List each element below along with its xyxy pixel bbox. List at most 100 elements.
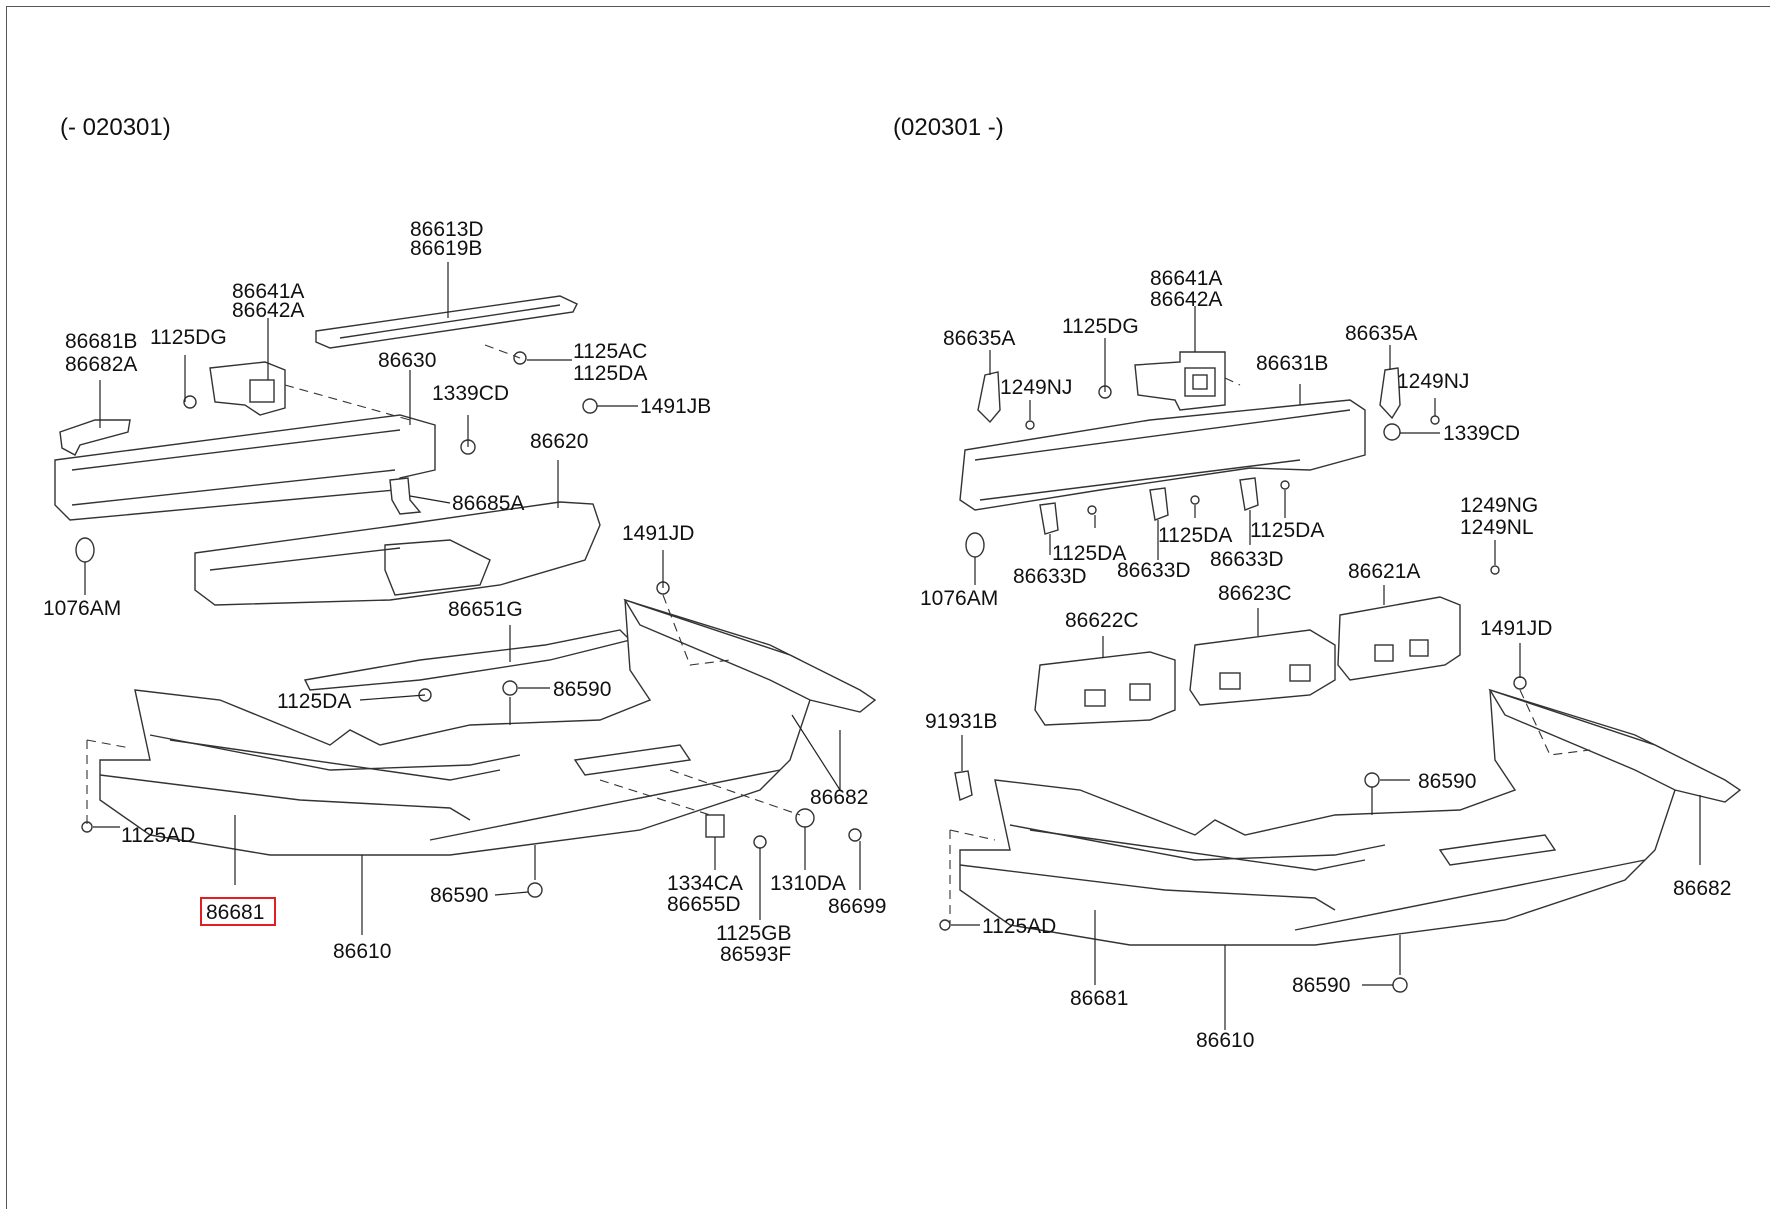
label-86590-lower: 86590: [430, 884, 488, 907]
label-1125gb: 1125GB: [716, 922, 792, 945]
left-range-label: (- 020301): [60, 114, 171, 141]
label-86651g: 86651G: [448, 598, 523, 621]
clip-86590-lower-right: [1392, 977, 1408, 993]
label-86635a-right: 86635A: [1345, 322, 1417, 345]
label-86633d-2: 86633D: [1117, 559, 1191, 582]
side-rail-right: [1488, 688, 1742, 803]
clip-86590-upper-right: [1364, 772, 1380, 788]
label-1125da-2: 1125DA: [1158, 524, 1232, 547]
clip-86590-lower: [527, 882, 543, 898]
diagram-frame: [6, 6, 1770, 1209]
label-86655d: 86655D: [667, 893, 741, 916]
label-86682a: 86682A: [65, 353, 137, 376]
label-1125ac: 1125AC: [573, 340, 647, 363]
label-1491jd-right: 1491JD: [1480, 617, 1552, 640]
bolt-1125gb: [753, 835, 767, 849]
label-1339cd: 1339CD: [432, 382, 509, 405]
nut-1339cd-right: [1383, 423, 1401, 441]
label-1339cd-right: 1339CD: [1443, 422, 1520, 445]
bumper-beam-right: [959, 399, 1366, 511]
label-1125dg: 1125DG: [150, 326, 227, 349]
label-86685a: 86685A: [452, 492, 524, 515]
cap-plug-right: [965, 532, 985, 558]
label-86590-upper: 86590: [553, 678, 611, 701]
label-86619b: 86619B: [410, 237, 482, 260]
label-1491jb: 1491JB: [640, 395, 711, 418]
clip-86590-upper: [502, 680, 518, 696]
label-86621a: 86621A: [1348, 560, 1420, 583]
label-86682: 86682: [810, 786, 868, 809]
label-1249nj-left: 1249NJ: [1000, 376, 1072, 399]
side-rail: [623, 598, 877, 713]
label-86633d-3: 86633D: [1210, 548, 1284, 571]
bolt-1125da-3: [1280, 480, 1290, 490]
label-1334ca: 1334CA: [667, 872, 743, 895]
label-1249ng: 1249NG: [1460, 494, 1538, 517]
hanger-right: [1379, 367, 1401, 420]
label-1249nj-right: 1249NJ: [1397, 370, 1469, 393]
label-1125dg-right: 1125DG: [1062, 315, 1139, 338]
label-1125ad: 1125AD: [121, 824, 195, 847]
label-1125da-1: 1125DA: [1052, 542, 1126, 565]
nut-1491jb: [582, 398, 598, 414]
bolt-1125da-1: [1087, 505, 1097, 515]
label-86590-upper-right: 86590: [1418, 770, 1476, 793]
cap-plug: [75, 537, 95, 563]
screw-1125ad-right: [939, 919, 951, 931]
stay-2: [1149, 487, 1169, 521]
right-range-label: (020301 -): [893, 114, 1004, 141]
label-86613d: 86613D: [410, 218, 484, 241]
label-86682-right: 86682: [1673, 877, 1731, 900]
left-diagram: (- 020301): [43, 114, 886, 966]
label-91931b: 91931B: [925, 710, 997, 733]
stay-3: [1239, 477, 1259, 511]
label-86610-right: 86610: [1196, 1029, 1254, 1052]
stay-bracket: [389, 477, 422, 515]
absorber-86621a: [1337, 596, 1461, 681]
label-86642a-right: 86642A: [1150, 288, 1222, 311]
label-86610: 86610: [333, 940, 391, 963]
label-1249nl: 1249NL: [1460, 516, 1534, 539]
label-86681-highlighted: 86681: [206, 901, 264, 924]
label-86635a-left: 86635A: [943, 327, 1015, 350]
screw-1249ng: [1490, 565, 1500, 575]
screw-1249nj-left: [1025, 420, 1035, 430]
label-86623c: 86623C: [1218, 582, 1292, 605]
label-86593f: 86593F: [720, 943, 791, 966]
highlight-box: [200, 897, 276, 926]
label-1125ad-right: 1125AD: [982, 915, 1056, 938]
label-86631b: 86631B: [1256, 352, 1328, 375]
label-1310da: 1310DA: [770, 872, 846, 895]
retainer-1334ca: [705, 814, 725, 838]
bracket-91931b: [954, 770, 973, 801]
bolt-1125dg: [183, 395, 197, 409]
label-1125da: 1125DA: [277, 690, 351, 713]
label-1125da-top: 1125DA: [573, 362, 647, 385]
bolt-1125da-2: [1190, 495, 1200, 505]
label-1491jd: 1491JD: [622, 522, 694, 545]
label-86633d-1: 86633D: [1013, 565, 1087, 588]
label-86641a: 86641A: [232, 280, 304, 303]
bumper-beam-left: [54, 414, 436, 521]
absorber-86622c: [1034, 651, 1176, 726]
bracket-right: [1134, 351, 1226, 411]
label-1076am-right: 1076AM: [920, 587, 998, 610]
label-86642a: 86642A: [232, 299, 304, 322]
side-bracket: [59, 419, 131, 456]
label-86681-right: 86681: [1070, 987, 1128, 1010]
stay-1: [1039, 502, 1059, 535]
label-86681b: 86681B: [65, 330, 137, 353]
nut-1310da: [795, 808, 815, 828]
bolt-86699: [848, 828, 862, 842]
energy-absorber-left: [194, 501, 601, 606]
label-86622c: 86622C: [1065, 609, 1139, 632]
hanger-left: [977, 371, 1001, 424]
screw-1249nj-right: [1430, 415, 1440, 425]
label-86590-lower-right: 86590: [1292, 974, 1350, 997]
absorber-86623c: [1189, 629, 1336, 706]
label-86630: 86630: [378, 349, 436, 372]
label-86620: 86620: [530, 430, 588, 453]
clip-1491jd-right: [1513, 676, 1527, 690]
label-86699: 86699: [828, 895, 886, 918]
